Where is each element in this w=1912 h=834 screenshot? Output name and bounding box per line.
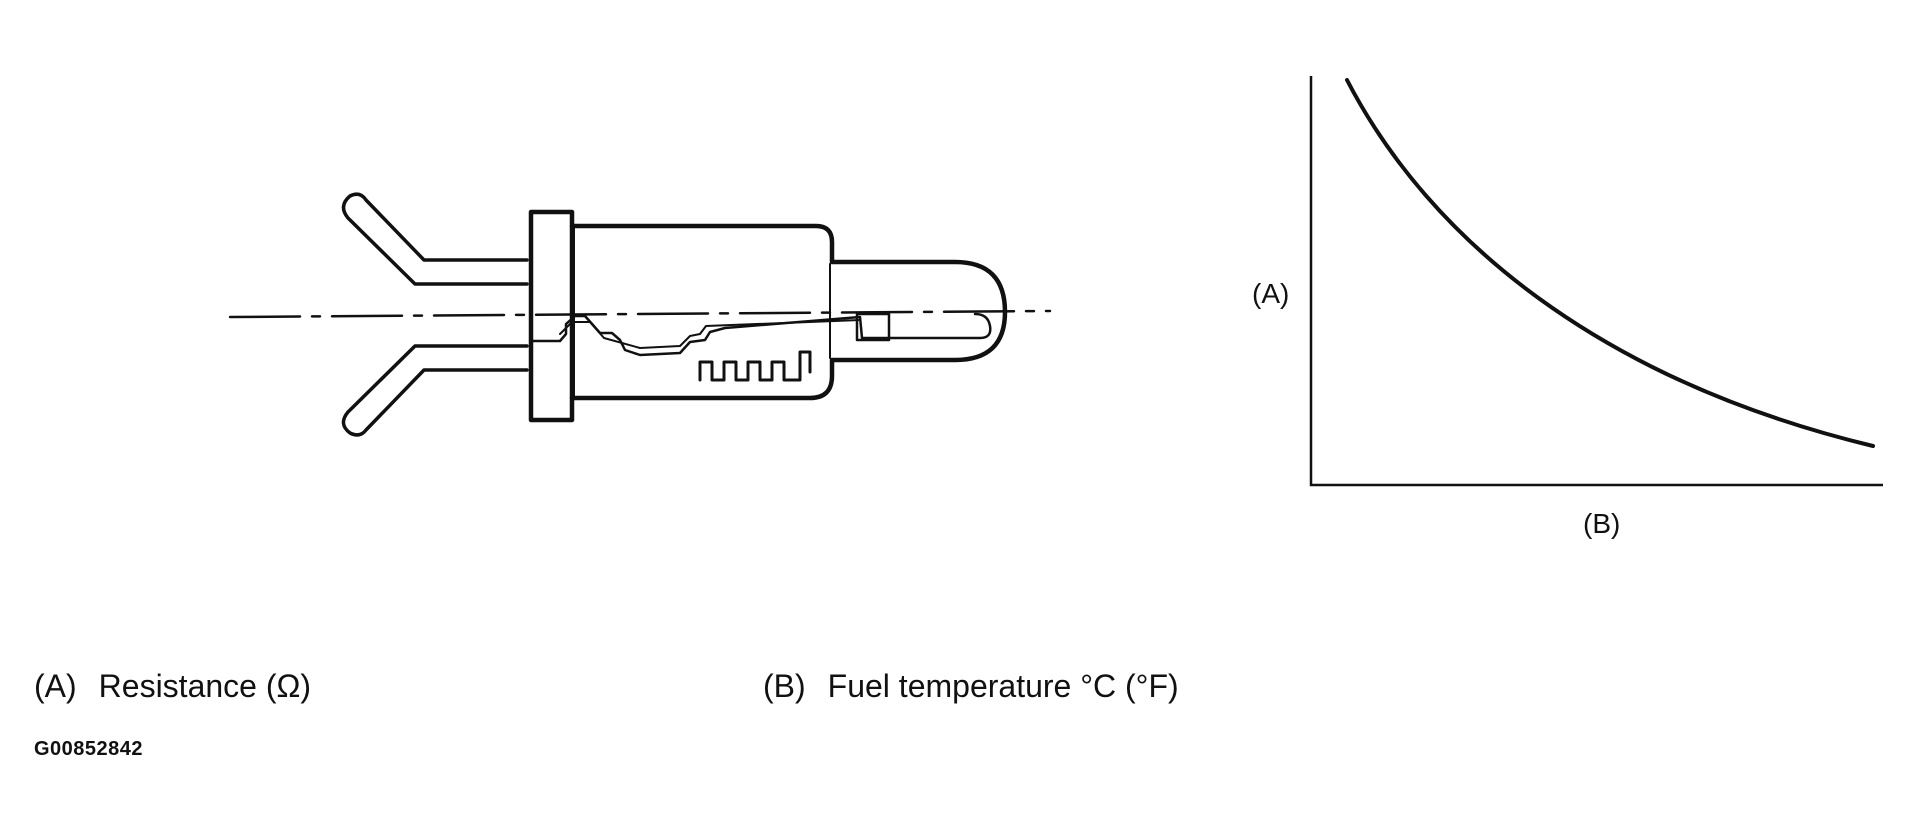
potting-serrations <box>698 350 812 382</box>
internal-lead-wire <box>529 312 992 357</box>
fuel-temperature-sensor-drawing <box>228 192 1052 437</box>
legend-item-b: (B) Fuel temperature °C (°F) <box>763 666 1179 706</box>
mounting-flange <box>528 209 575 423</box>
thermistor-element <box>855 312 891 342</box>
legend-text-a: Resistance (Ω) <box>98 668 312 704</box>
sensor-body <box>569 223 1008 401</box>
graph-axes <box>1309 76 1883 487</box>
resistance-curve <box>1345 78 1875 448</box>
legend-key-a: (A) <box>34 668 77 704</box>
center-line <box>228 309 1052 319</box>
upper-terminal <box>341 192 529 286</box>
figure-id: G00852842 <box>34 738 144 760</box>
lower-terminal <box>341 344 529 437</box>
resistance-temperature-graph: (A) (B) <box>1252 76 1883 539</box>
legend-key-b: (B) <box>763 668 806 704</box>
legend-text-b: Fuel temperature °C (°F) <box>827 668 1179 704</box>
y-axis-label: (A) <box>1252 278 1289 309</box>
internal-lead-wire-inner <box>559 319 861 349</box>
legend-item-a: (A) Resistance (Ω) <box>34 666 311 706</box>
x-axis-label: (B) <box>1583 508 1620 539</box>
